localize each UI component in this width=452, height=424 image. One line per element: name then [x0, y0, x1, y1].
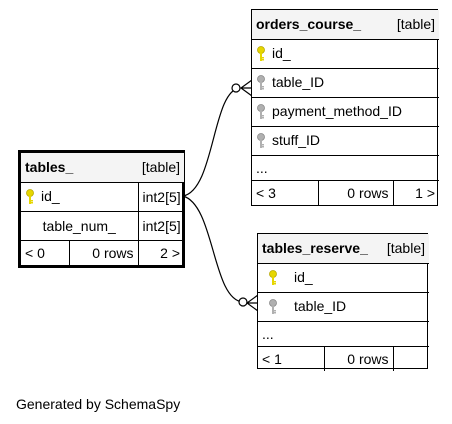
column-table-id[interactable]: table_ID — [252, 67, 440, 98]
table-orders-course[interactable]: orders_course_ [table] id_ table_ID — [251, 9, 440, 206]
table-name: tables_ — [25, 159, 74, 176]
generated-by-label: Generated by SchemaSpy — [16, 396, 181, 412]
table-tables[interactable]: tables_ [table] id_ int2[5] table_num_ i… — [18, 150, 185, 268]
column-name: table_ID — [294, 297, 347, 314]
column-name: table_num_ — [42, 217, 116, 234]
footer-rows: 0 rows — [323, 345, 394, 371]
column-id[interactable]: id_ — [258, 262, 429, 293]
footer-parents: < 1 — [258, 345, 325, 371]
edge-optional-marker — [231, 83, 241, 93]
table-kind: [table] — [386, 240, 425, 257]
column-more[interactable]: ... — [258, 320, 429, 347]
table-header[interactable]: tables_reserve_ [table] — [258, 234, 429, 264]
column-id[interactable]: id_ — [21, 181, 139, 212]
column-name: id_ — [41, 187, 60, 204]
primary-key-icon — [268, 270, 278, 286]
edge-optional-marker — [238, 297, 248, 307]
edge-tables-to-tables-reserve — [182, 195, 244, 303]
footer-children: 2 > — [137, 239, 185, 265]
foreign-key-icon — [256, 104, 266, 120]
column-name: stuff_ID — [272, 131, 320, 148]
foreign-key-icon — [256, 75, 266, 91]
table-name: orders_course_ — [256, 16, 362, 33]
foreign-key-icon — [256, 133, 266, 149]
column-id[interactable]: id_ — [252, 38, 440, 69]
footer-rows: 0 rows — [317, 179, 394, 205]
footer-parents: < 0 — [21, 239, 70, 265]
column-type: int2[5] — [137, 181, 185, 212]
column-table-id[interactable]: table_ID — [258, 291, 429, 322]
primary-key-icon — [25, 189, 35, 205]
column-name: payment_method_ID — [272, 102, 402, 119]
column-name: id_ — [294, 268, 313, 285]
column-name: id_ — [272, 44, 291, 61]
table-kind: [table] — [141, 159, 181, 176]
footer-parents: < 3 — [252, 179, 319, 205]
column-table-num[interactable]: table_num_ — [21, 210, 139, 241]
footer-children — [392, 345, 429, 371]
column-type: int2[5] — [137, 210, 185, 241]
table-kind: [table] — [396, 16, 436, 33]
footer-rows: 0 rows — [68, 239, 139, 265]
foreign-key-icon — [268, 299, 278, 315]
column-more[interactable]: ... — [252, 154, 440, 181]
primary-key-icon — [256, 46, 266, 62]
column-name: table_ID — [272, 73, 325, 90]
table-header[interactable]: orders_course_ [table] — [252, 10, 440, 40]
table-tables-reserve[interactable]: tables_reserve_ [table] id_ table_ID ...… — [257, 233, 429, 371]
table-header[interactable]: tables_ [table] — [21, 153, 185, 183]
edge-crowfoot-marker — [245, 294, 259, 312]
edge-crowfoot-marker — [239, 79, 253, 97]
column-payment-method-id[interactable]: payment_method_ID — [252, 96, 440, 127]
column-stuff-id[interactable]: stuff_ID — [252, 125, 440, 156]
footer-children: 1 > — [392, 179, 440, 205]
table-name: tables_reserve_ — [262, 240, 368, 257]
edge-tables-to-orders-course — [182, 87, 241, 197]
